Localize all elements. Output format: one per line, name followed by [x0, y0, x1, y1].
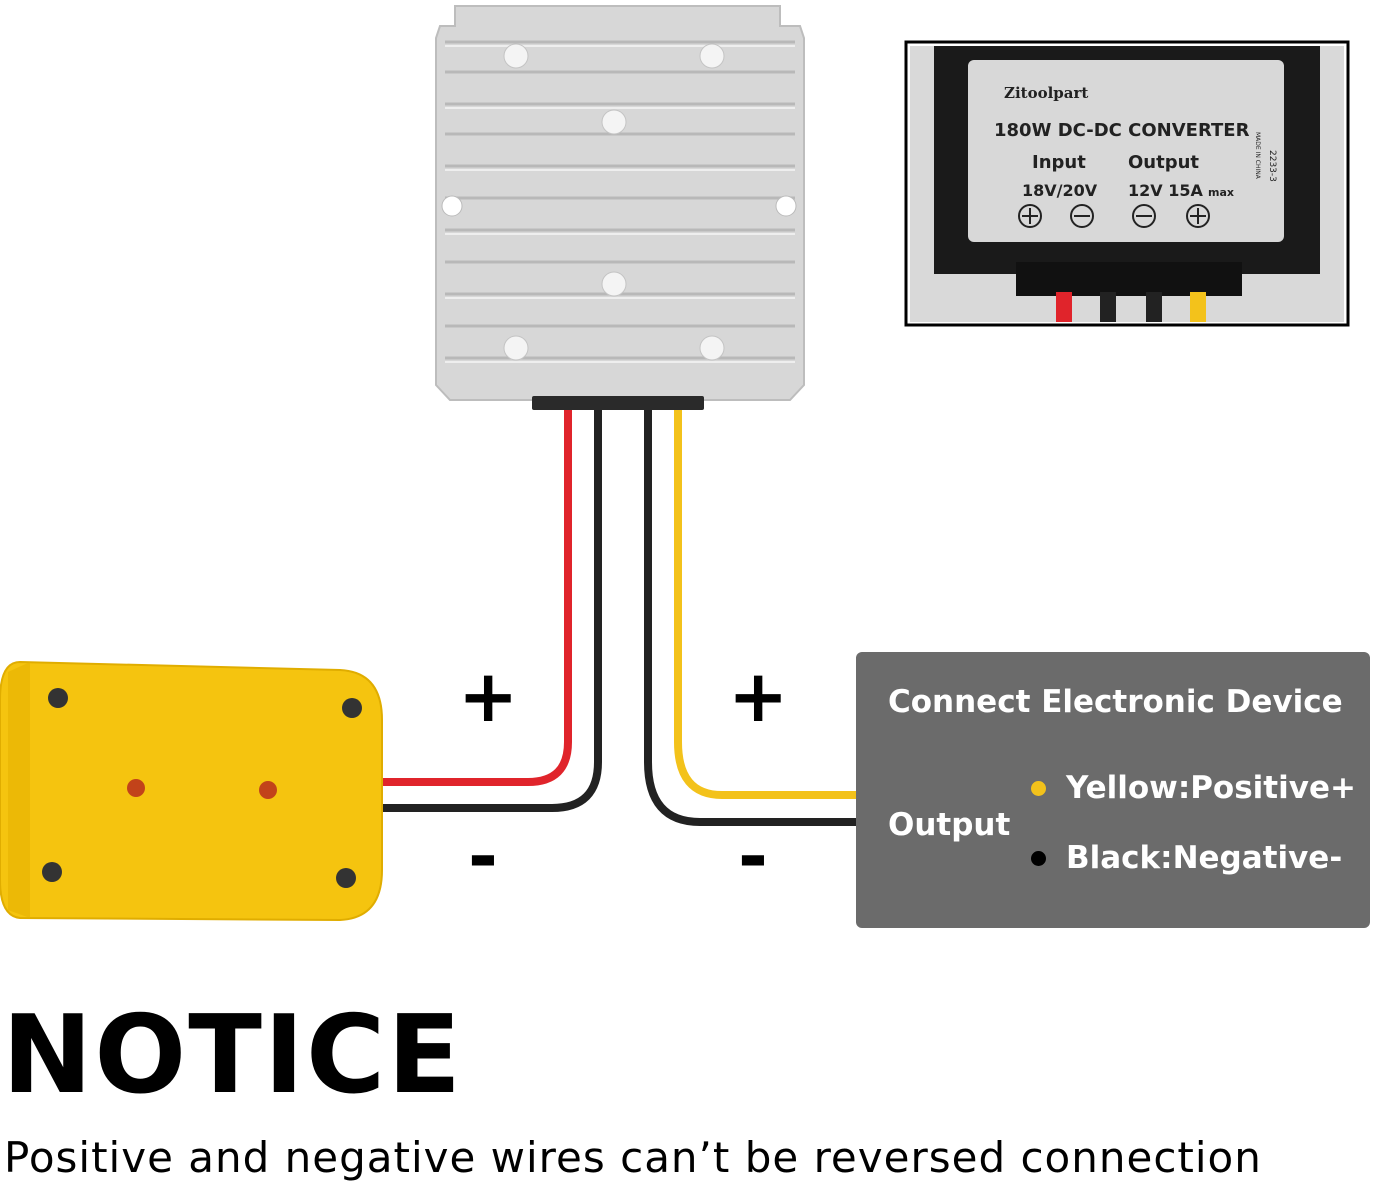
output-plus-sign: + [728, 654, 789, 738]
notice-text: Positive and negative wires can’t be rev… [4, 1133, 1262, 1182]
label-polarity-icons [1018, 204, 1210, 228]
label-side-text-1: MADE IN CHINA [1254, 132, 1261, 180]
device-box-title: Connect Electronic Device [888, 684, 1343, 720]
device-info-box: Connect Electronic Device Output Yellow:… [856, 652, 1370, 928]
heatsink-highlights [445, 45, 795, 363]
black-output-wire [644, 404, 864, 826]
cable-gland [532, 396, 704, 410]
black-input-wire [368, 404, 602, 812]
mount-hole-right [775, 195, 797, 217]
converter-label-inset: Zitoolpart 180W DC-DC CONVERTER Input Ou… [904, 40, 1350, 327]
label-side-text-2: 2233-3 [1267, 150, 1277, 182]
black-legend: Black:Negative- [1031, 840, 1342, 876]
black-legend-text: Black:Negative- [1066, 840, 1343, 876]
battery-terminals [127, 779, 277, 799]
heatsink-fins [445, 40, 795, 360]
minus-circle-icon [1132, 204, 1156, 228]
black-dot-icon [1031, 850, 1046, 866]
label-input-heading: Input [1032, 152, 1086, 173]
notice-title: NOTICE [2, 993, 464, 1118]
label-model: 180W DC-DC CONVERTER [994, 120, 1250, 141]
minus-circle-icon [1070, 204, 1094, 228]
input-minus-sign: - [468, 814, 498, 898]
label-input-value: 18V/20V [1022, 181, 1098, 200]
red-input-wire [368, 404, 572, 786]
mount-hole-left [441, 195, 463, 217]
plus-circle-icon [1018, 204, 1042, 228]
yellow-dot-icon [1031, 780, 1046, 796]
yellow-legend: Yellow:Positive+ [1031, 770, 1356, 806]
yellow-legend-text: Yellow:Positive+ [1066, 770, 1356, 806]
converter-screws [503, 43, 725, 361]
converter-body [435, 5, 805, 410]
label-output-heading: Output [1128, 152, 1199, 173]
output-minus-sign: - [738, 814, 768, 898]
label-brand: Zitoolpart [1004, 84, 1088, 102]
wires [368, 404, 864, 826]
plus-circle-icon [1186, 204, 1210, 228]
yellow-output-wire [674, 404, 864, 799]
input-plus-sign: + [458, 654, 519, 738]
device-output-label: Output [888, 807, 1011, 843]
battery-adapter [0, 660, 383, 922]
battery-screws [42, 688, 362, 888]
label-output-suffix: max [1208, 186, 1234, 199]
label-output-value: 12V 15A [1128, 181, 1203, 200]
